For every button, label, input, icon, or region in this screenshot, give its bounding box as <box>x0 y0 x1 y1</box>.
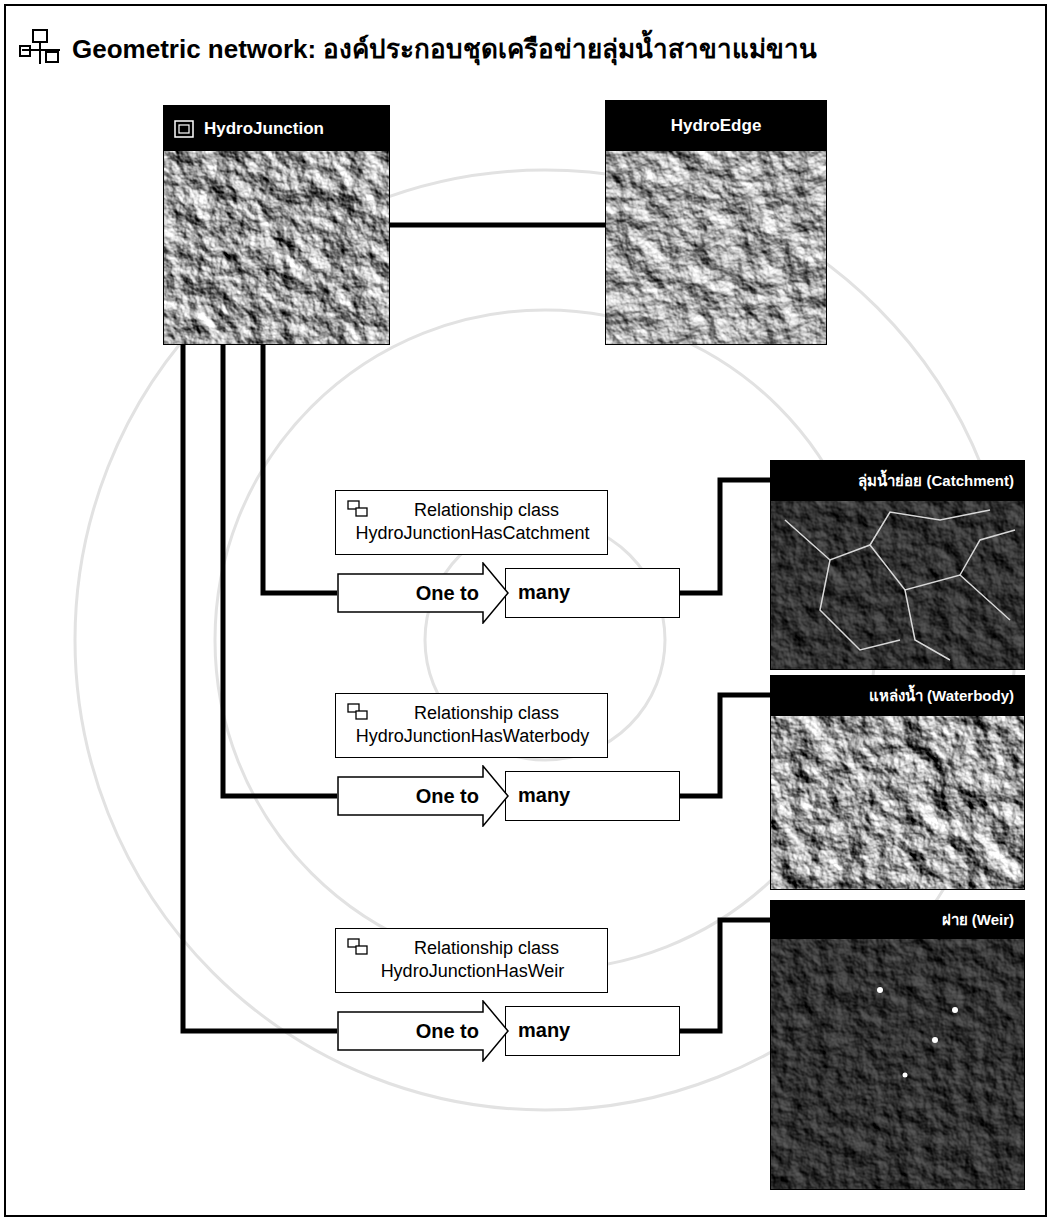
arrow-shape <box>338 1001 508 1061</box>
connector-line <box>390 223 605 228</box>
connector-line <box>680 695 770 796</box>
terrain-image <box>164 150 389 344</box>
relationship-icon <box>346 702 370 722</box>
panel-header: ลุ่มน้ำย่อย (Catchment) <box>771 461 1024 501</box>
panel-title: HydroEdge <box>671 116 762 136</box>
panel-header: ฝาย (Weir) <box>771 901 1024 939</box>
connector-line <box>680 920 770 1031</box>
cardinality-text: One to <box>416 562 479 624</box>
cardinality-arrow: One to <box>337 1000 509 1062</box>
cardinality-text: many <box>518 1017 667 1043</box>
panel-header: แหล่งน้ำ (Waterbody) <box>771 676 1024 716</box>
relationship-box: Relationship class HydroJunctionHasWeir <box>335 928 608 993</box>
cardinality-text: many <box>518 579 667 605</box>
connector-line <box>680 480 770 593</box>
cardinality-text: One to <box>416 1000 479 1062</box>
catchment-boundaries <box>785 510 1015 660</box>
layer-panel: HydroJunction <box>163 105 390 345</box>
layer-icon <box>174 120 194 138</box>
relationship-icon-part <box>356 508 367 516</box>
relationship-icon <box>346 937 370 957</box>
network-icon <box>20 30 60 64</box>
connector-line <box>183 345 337 1031</box>
panel-title: ฝาย (Weir) <box>942 908 1014 932</box>
cardinality-text: many <box>518 782 667 808</box>
relationship-icon-part <box>356 711 367 719</box>
arrow-shape <box>338 766 508 826</box>
layer-panel: แหล่งน้ำ (Waterbody) <box>770 675 1025 890</box>
catchment-map <box>771 500 1024 669</box>
arrow-shape <box>338 563 508 623</box>
relationship-icon <box>346 499 370 519</box>
cardinality-arrow: One to <box>337 765 509 827</box>
layer-panel: ลุ่มน้ำย่อย (Catchment) <box>770 460 1025 670</box>
panel-title: HydroJunction <box>204 119 324 139</box>
layer-icon-part <box>175 121 193 137</box>
layer-icon-part <box>179 125 189 133</box>
layer-panel: ฝาย (Weir) <box>770 900 1025 1190</box>
relationship-box: Relationship class HydroJunctionHasWater… <box>335 693 608 758</box>
panel-title: ลุ่มน้ำย่อย (Catchment) <box>858 469 1014 493</box>
relationship-name: Relationship class HydroJunctionHasWeir <box>346 937 599 983</box>
layer-panel: HydroEdge <box>605 100 827 345</box>
cardinality-box: many <box>505 568 680 618</box>
connector-line <box>223 345 337 796</box>
weir-map <box>771 938 1024 1189</box>
weir-points <box>877 987 958 1078</box>
cardinality-box: many <box>505 1006 680 1056</box>
connector-line <box>263 345 337 593</box>
terrain-image <box>606 150 826 344</box>
cardinality-text: One to <box>416 765 479 827</box>
cardinality-box: many <box>505 771 680 821</box>
diagram-title: Geometric network: องค์ประกอบชุดเครือข่า… <box>72 28 817 69</box>
cardinality-arrow: One to <box>337 562 509 624</box>
relationship-box: Relationship class HydroJunctionHasCatch… <box>335 490 608 555</box>
relationship-icon-part <box>356 946 367 954</box>
relationship-name: Relationship class HydroJunctionHasWater… <box>346 702 599 748</box>
panel-header: HydroEdge <box>606 101 826 151</box>
panel-header: HydroJunction <box>164 106 389 151</box>
relationship-name: Relationship class HydroJunctionHasCatch… <box>346 499 599 545</box>
waterbody-map <box>771 715 1024 889</box>
panel-title: แหล่งน้ำ (Waterbody) <box>869 684 1014 708</box>
